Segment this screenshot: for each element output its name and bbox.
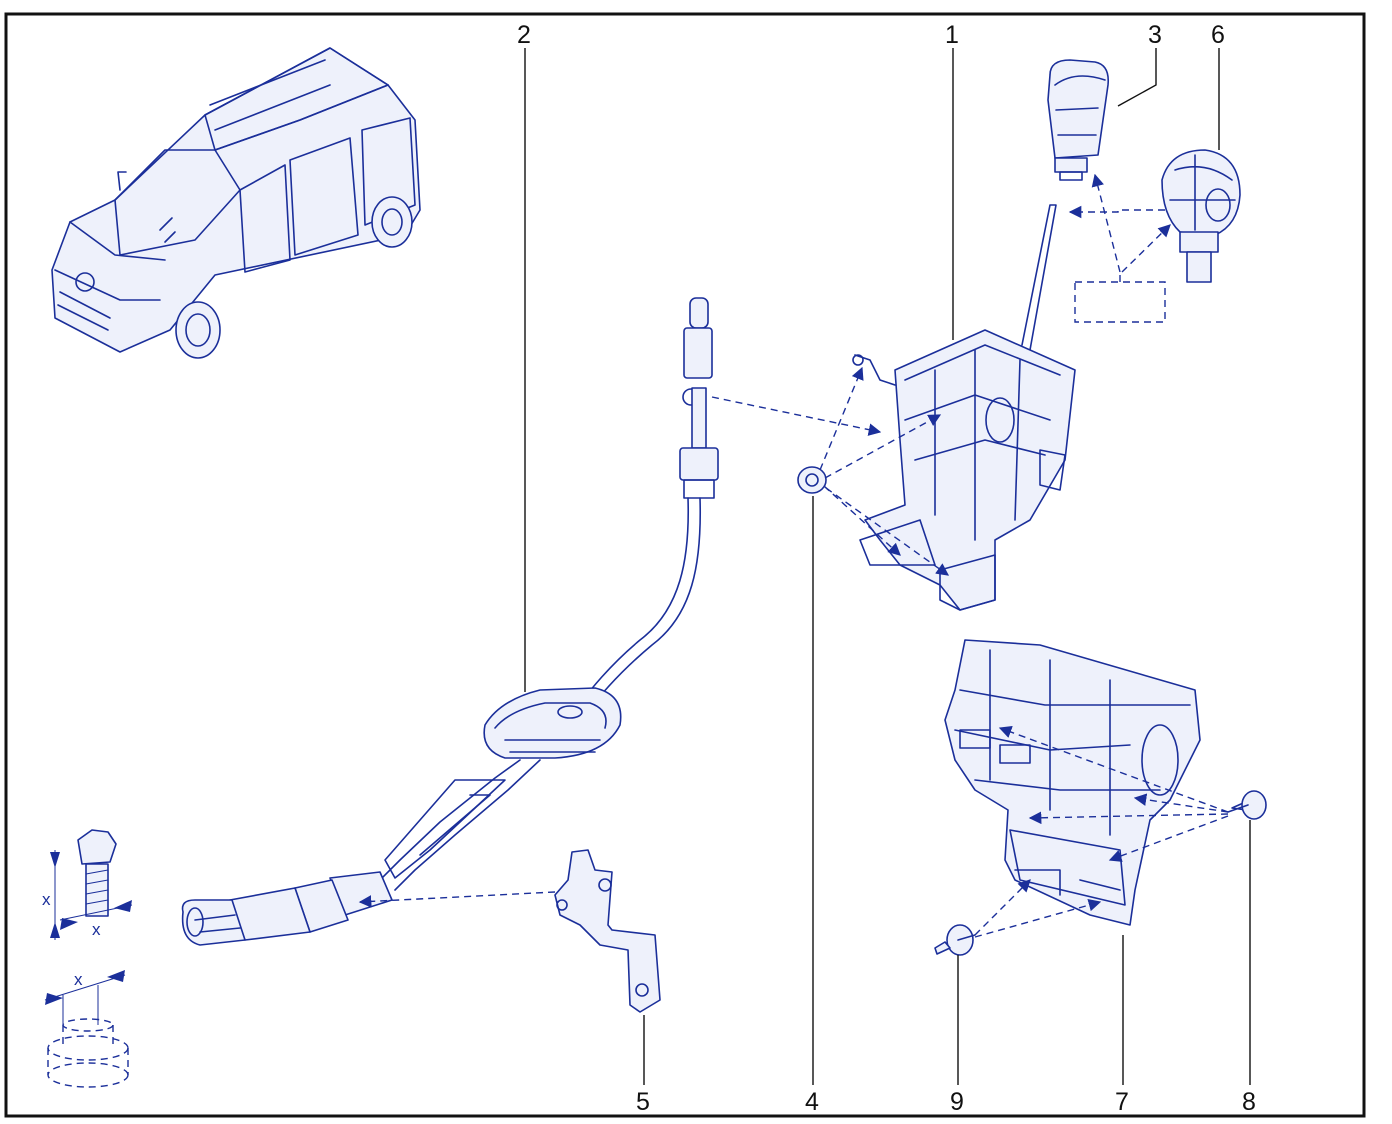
dimension-label-height: x [42,890,51,909]
bracket-5 [554,849,661,1013]
callout-5: 5 [636,1088,650,1116]
diagram-frame [4,12,1366,1118]
screw-8 [1227,790,1267,820]
screw-9 [934,924,976,956]
callout-6: 6 [1211,21,1225,49]
callout-1: 1 [945,21,959,49]
callout-8: 8 [1242,1088,1256,1116]
gear-knob-3 [1047,59,1110,181]
gear-lever-mechanism [852,204,1076,611]
callout-9: 9 [950,1088,964,1116]
vehicle-illustration [51,47,421,359]
dimension-legend [44,829,133,1088]
callout-7: 7 [1115,1088,1129,1116]
gear-cable [181,297,719,946]
callout-4: 4 [805,1088,819,1116]
callout-3: 3 [1148,21,1162,49]
dimension-label-nut: x [74,970,83,989]
housing-7 [944,639,1201,926]
washer-4 [797,466,827,494]
leader-lines [524,48,1251,1085]
callout-2: 2 [517,21,531,49]
gear-knob-6 [1161,149,1241,283]
adapter-dashed-box [1074,281,1166,323]
dimension-label-width: x [92,920,101,939]
